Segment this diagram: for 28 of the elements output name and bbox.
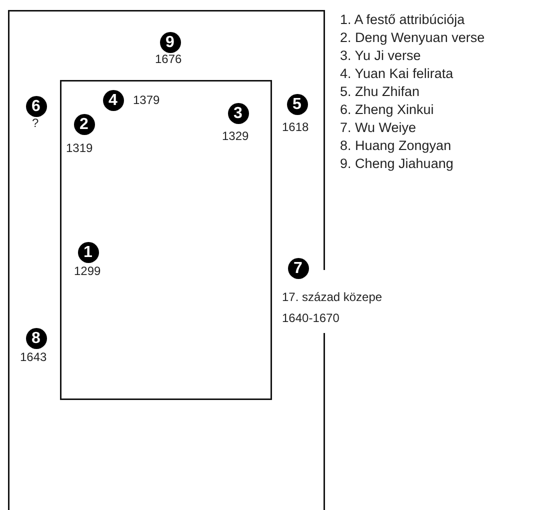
number-marker: 3 [228,102,248,124]
date-label: ? [32,116,39,130]
date-label: 1319 [66,141,93,155]
date-label: 1640-1670 [282,311,340,325]
date-label: 1299 [74,264,101,278]
legend-entry: 2. Deng Wenyuan verse [340,30,485,46]
number-marker: 9 [160,32,180,52]
date-label: 1618 [282,120,309,134]
legend-entry: 5. Zhu Zhifan [340,84,420,100]
legend-entry: 9. Cheng Jiahuang [340,156,454,172]
legend-entry: 6. Zheng Xinkui [340,102,434,118]
legend-entry: 3. Yu Ji verse [340,48,421,64]
date-label: 1329 [222,129,249,143]
number-marker: 1 [78,242,98,262]
date-label: 1379 [133,93,160,107]
date-label: 1676 [155,52,182,66]
legend-entry: 7. Wu Weiye [340,120,416,136]
number-marker: 4 [102,90,124,110]
number-marker: 2 [74,114,94,134]
date-label: 17. század közepe [282,290,382,304]
number-marker: 7 [288,258,308,278]
legend-entry: 4. Yuan Kai felirata [340,66,454,82]
legend-entry: 1. A festő attribúciója [340,12,465,28]
number-marker: 6 [26,96,46,116]
number-marker: 8 [26,328,46,348]
date-label: 1643 [20,350,47,364]
number-marker: 5 [286,94,308,114]
legend-entry: 8. Huang Zongyan [340,138,452,154]
